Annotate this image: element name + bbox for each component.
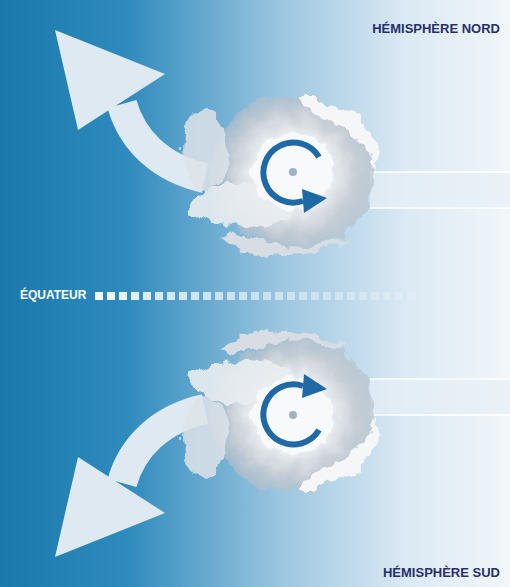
hemisphere-label: HÉMISPHÈRE NORD (372, 22, 500, 36)
equator-dash (335, 292, 343, 300)
equator-line (95, 292, 415, 300)
equator-dash (239, 292, 247, 300)
southern-cyclone (55, 331, 510, 557)
equator-dash (119, 292, 127, 300)
hemisphere-label: HÉMISPHÈRE SUD (383, 566, 500, 580)
equator-dash (167, 292, 175, 300)
equator-dash (275, 292, 283, 300)
equator-dash (299, 292, 307, 300)
equator-dash (203, 292, 211, 300)
equator-dash (215, 292, 223, 300)
equator-dash (347, 292, 355, 300)
equator-dash (131, 292, 139, 300)
equator-dash (383, 292, 391, 300)
equator-dash (311, 292, 319, 300)
equator-dash (155, 292, 163, 300)
equator-dash (359, 292, 367, 300)
equator-label: ÉQUATEUR (20, 289, 86, 302)
equator-dash (323, 292, 331, 300)
equator-dash (227, 292, 235, 300)
equator-dash (251, 292, 259, 300)
equator-dash (395, 292, 403, 300)
equator-dash (179, 292, 187, 300)
equator-dash (287, 292, 295, 300)
equator-dash (191, 292, 199, 300)
equator-dash (95, 292, 103, 300)
equator-dash (143, 292, 151, 300)
equator-dash (107, 292, 115, 300)
equator-dash (371, 292, 379, 300)
equator-dash (407, 292, 415, 300)
equator-dash (263, 292, 271, 300)
northern-cyclone (55, 30, 510, 256)
